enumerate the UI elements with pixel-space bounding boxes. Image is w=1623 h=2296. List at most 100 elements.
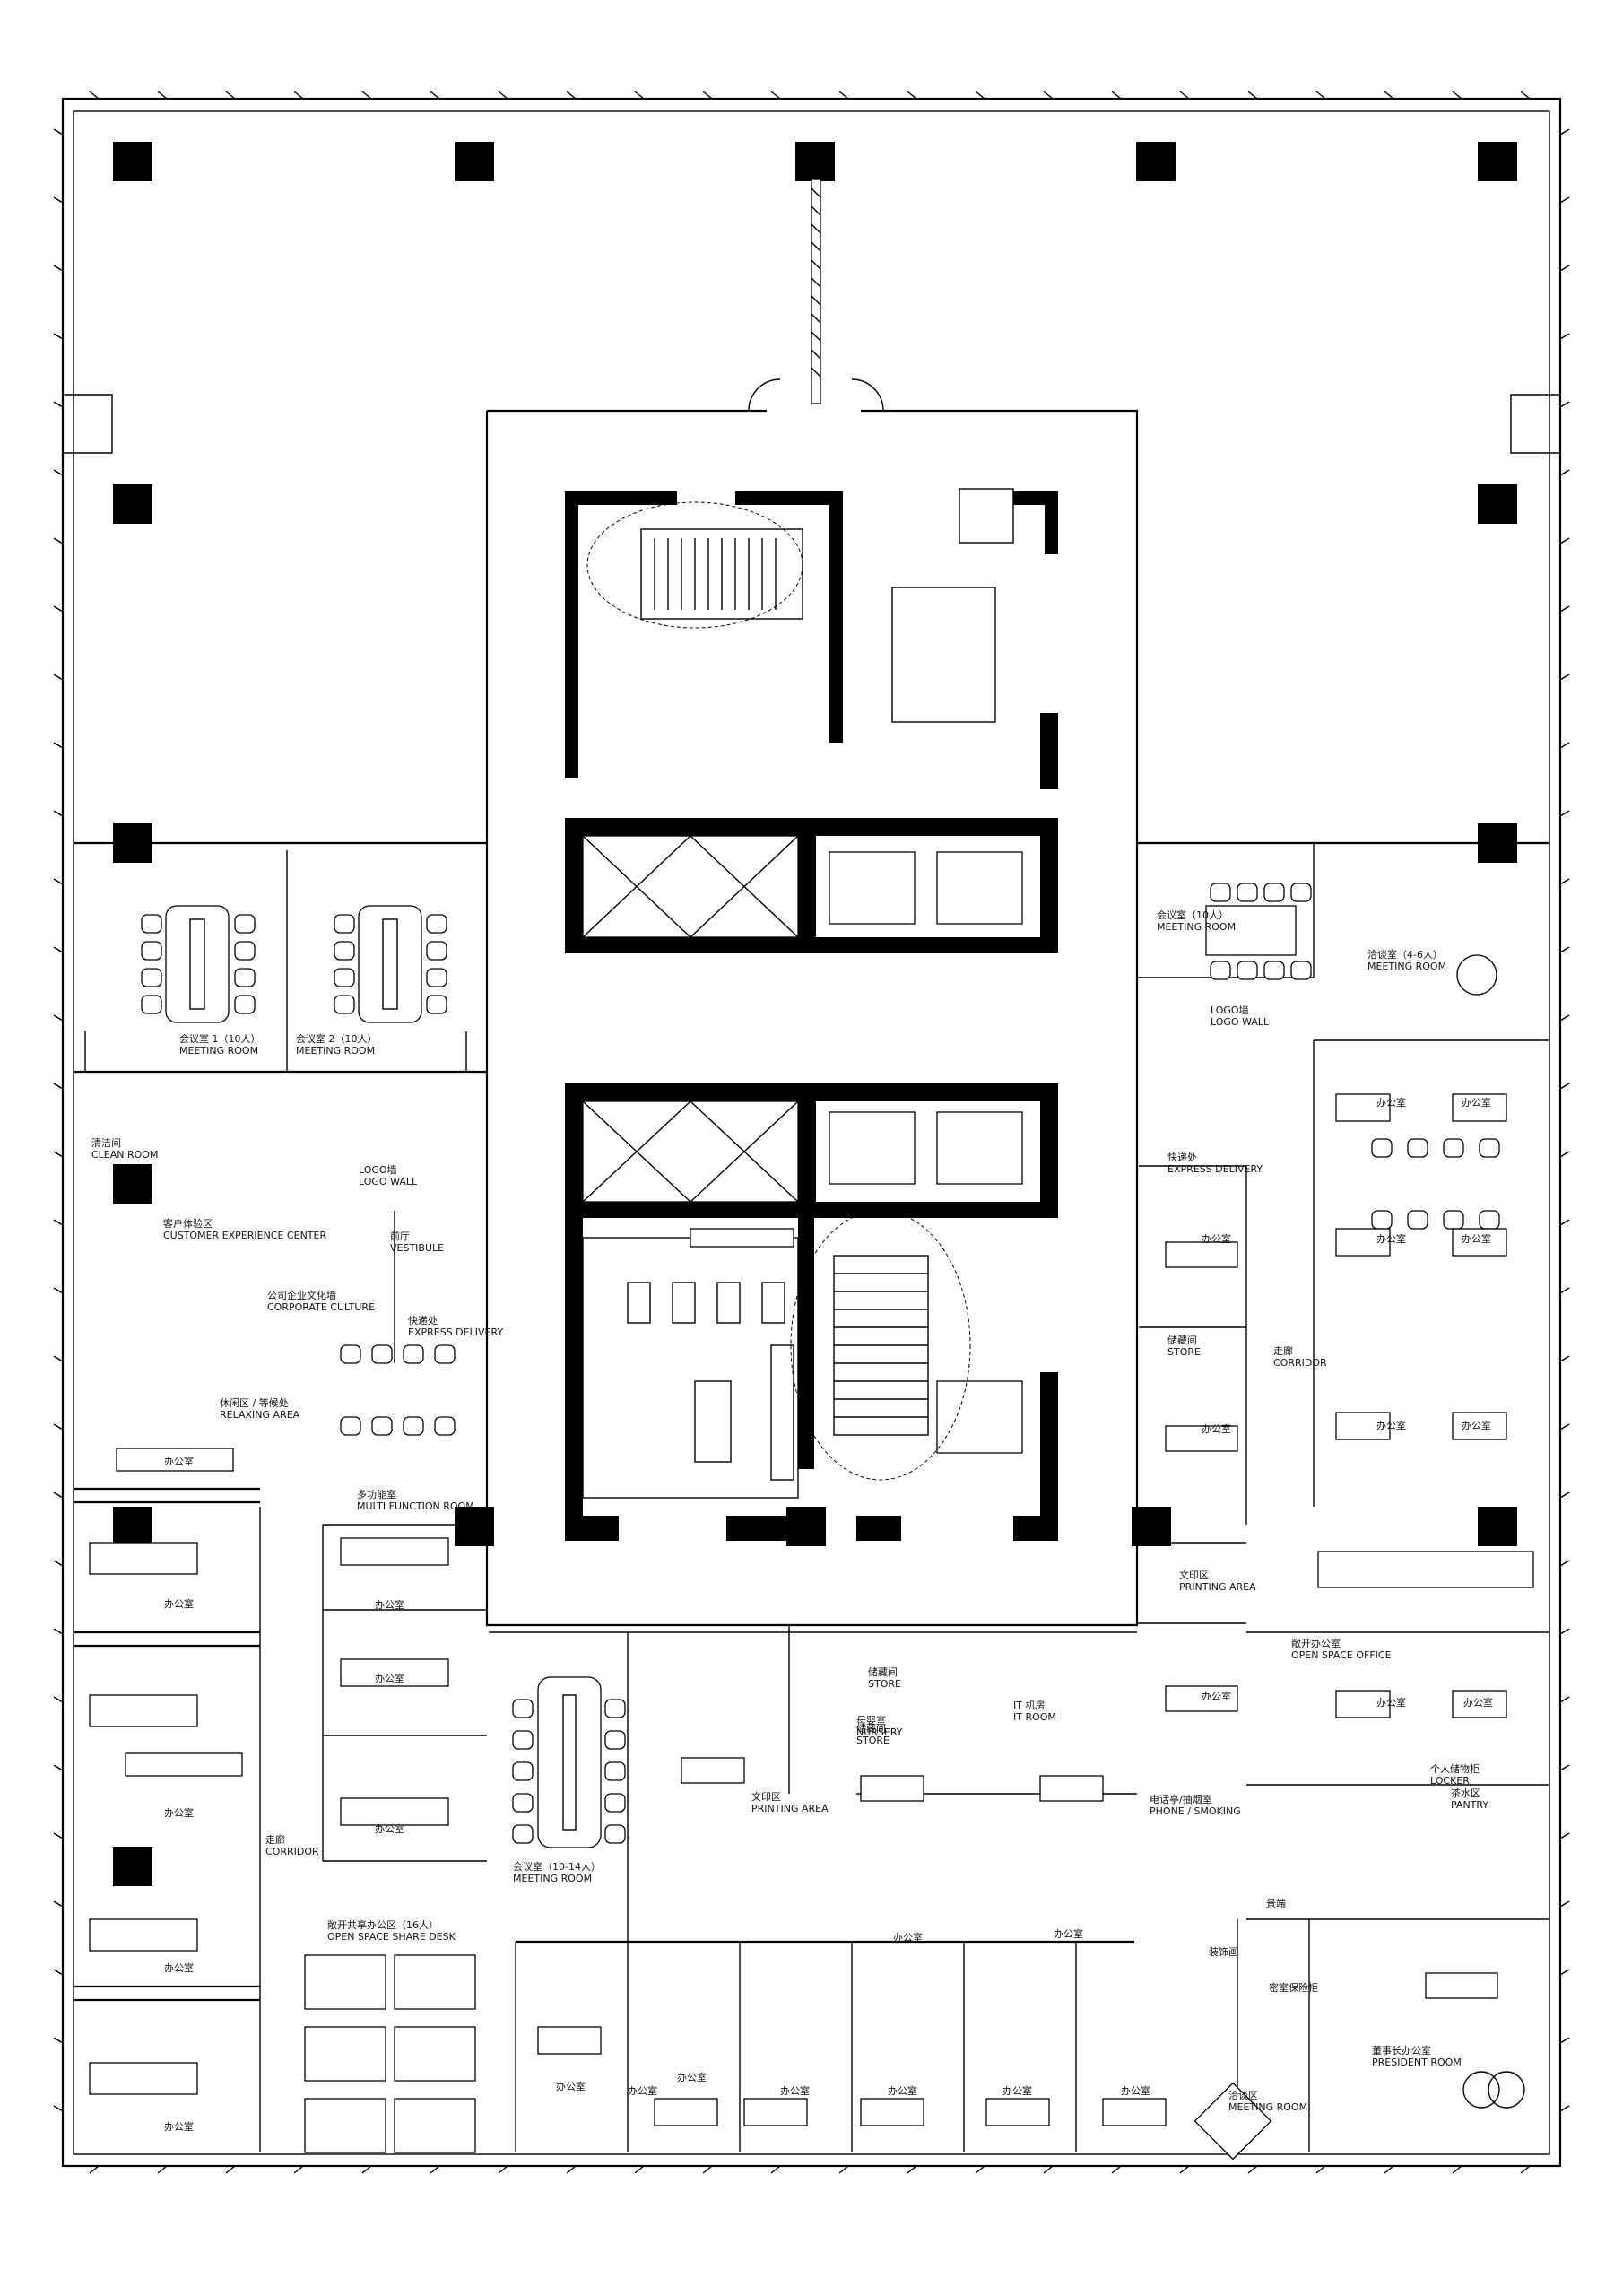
desks: [89, 1093, 1534, 2153]
restrooms: [582, 1228, 799, 1499]
desk: [537, 2026, 602, 2055]
desk: [860, 1775, 924, 1802]
facade-tick: [838, 91, 849, 2174]
room-label-en: CORRIDOR: [1273, 1357, 1327, 1369]
chair: [426, 995, 447, 1014]
chair: [1371, 1138, 1393, 1158]
facade-tick: [498, 91, 508, 2174]
chair: [426, 941, 447, 961]
chair: [403, 1416, 424, 1436]
facade-tick: [53, 742, 1570, 749]
facade-tick: [53, 1969, 1570, 1976]
chair: [1290, 883, 1312, 902]
room-label-cn: 快递处: [1167, 1151, 1197, 1163]
room-label-en: OPEN SPACE OFFICE: [1291, 1649, 1392, 1661]
desk: [340, 1537, 449, 1566]
room-label-cn: 洽谈室（4-6人）: [1367, 948, 1443, 961]
room-label-cn: 个人储物柜: [1430, 1762, 1480, 1775]
office-labels: 办公室办公室办公室办公室办公室办公室办公室办公室办公室办公室办公室办公室办公室办…: [164, 1096, 1493, 2133]
office-label: 办公室: [1376, 1419, 1406, 1431]
facade-tick: [634, 91, 645, 2174]
desk: [1452, 1228, 1507, 1257]
room-label-en: NURSERY: [856, 1726, 903, 1738]
facade-tick: [1384, 91, 1394, 2174]
room-label-cn: 前厅: [390, 1230, 410, 1242]
room-label-en: CUSTOMER EXPERIENCE CENTER: [163, 1230, 326, 1241]
facade-tick: [53, 2037, 1570, 2044]
room-label-en: LOCKER: [1430, 1775, 1470, 1787]
facade-tick: [53, 1764, 1570, 1771]
chair: [1479, 1138, 1500, 1158]
desk: [1335, 1228, 1391, 1257]
facade-tick: [975, 91, 985, 2174]
chair: [1237, 883, 1258, 902]
room-label-cn: 电话亭/抽烟室: [1150, 1793, 1212, 1805]
chair: [141, 914, 162, 934]
room-label-en: CLEAN ROOM: [91, 1149, 158, 1161]
desk: [1452, 1412, 1507, 1440]
room-label-en: PRINTING AREA: [751, 1803, 829, 1814]
facade-tick: [53, 946, 1570, 953]
label-safe: 密室保险柜: [1269, 1981, 1318, 1994]
facade-tick: [53, 1560, 1570, 1567]
chair: [371, 1416, 393, 1436]
facade-tick: [1247, 91, 1258, 2174]
office-label: 办公室: [893, 1931, 923, 1944]
office-label: 办公室: [375, 1598, 404, 1611]
facade-tick: [53, 674, 1570, 681]
facade-tick: [1520, 91, 1531, 2174]
desk: [654, 2098, 718, 2126]
chair: [334, 968, 355, 987]
chair: [1407, 1210, 1428, 1230]
facade-tick: [53, 469, 1570, 476]
facade-tick: [1111, 91, 1122, 2174]
chair: [371, 1344, 393, 1364]
chair: [426, 968, 447, 987]
office-label: 办公室: [1202, 1690, 1231, 1702]
desk: [1335, 1093, 1391, 1122]
chair: [604, 1699, 626, 1718]
desk: [860, 2098, 924, 2126]
chair: [604, 1824, 626, 1844]
facade-tick: [53, 2105, 1570, 2112]
stairs: [586, 501, 971, 1481]
facade-tick: [53, 1287, 1570, 1294]
office-label: 办公室: [164, 1597, 194, 1610]
desk: [1335, 1412, 1391, 1440]
core-walls: [565, 491, 1058, 1541]
facade-tick: [566, 91, 577, 2174]
office-label: 办公室: [677, 2071, 707, 2083]
desk: [1317, 1551, 1534, 1588]
facade-tick: [53, 1832, 1570, 1839]
facade-tick: [53, 1492, 1570, 1499]
desk: [304, 1954, 386, 2010]
chair: [604, 1761, 626, 1781]
room-label-cn: 储藏间: [856, 1722, 886, 1735]
facade-tick: [361, 91, 372, 2174]
facade-tick: [53, 333, 1570, 340]
room-label-en: MULTI FUNCTION ROOM: [357, 1500, 474, 1512]
facade-tick: [53, 1083, 1570, 1090]
chair: [141, 995, 162, 1014]
office-label: 办公室: [556, 2080, 586, 2092]
desk: [1165, 1685, 1238, 1712]
room-label-en: PHONE / SMOKING: [1150, 1805, 1241, 1817]
facade-tick: [53, 878, 1570, 885]
office-label: 办公室: [628, 2084, 657, 2097]
room-label-cn: 会议室 2（10人）: [296, 1032, 378, 1045]
room-label-en: MEETING ROOM: [1228, 2101, 1307, 2113]
facade-tick: [53, 1014, 1570, 1022]
chair: [512, 1730, 534, 1750]
room-label-cn: 会议室 1（10人）: [179, 1032, 261, 1045]
chair: [234, 941, 256, 961]
desk: [1102, 2098, 1167, 2126]
office-label: 办公室: [375, 1822, 404, 1835]
office-label: 办公室: [1121, 2084, 1150, 2097]
room-label-cn: 茶水区: [1451, 1787, 1480, 1799]
room-label-cn: 会议室（10人）: [1157, 909, 1228, 921]
chair: [1210, 961, 1231, 980]
room-label-cn: 休闲区 / 等候处: [220, 1396, 289, 1409]
room-label-cn: 储藏间: [1167, 1334, 1197, 1346]
desk: [394, 1954, 476, 2010]
